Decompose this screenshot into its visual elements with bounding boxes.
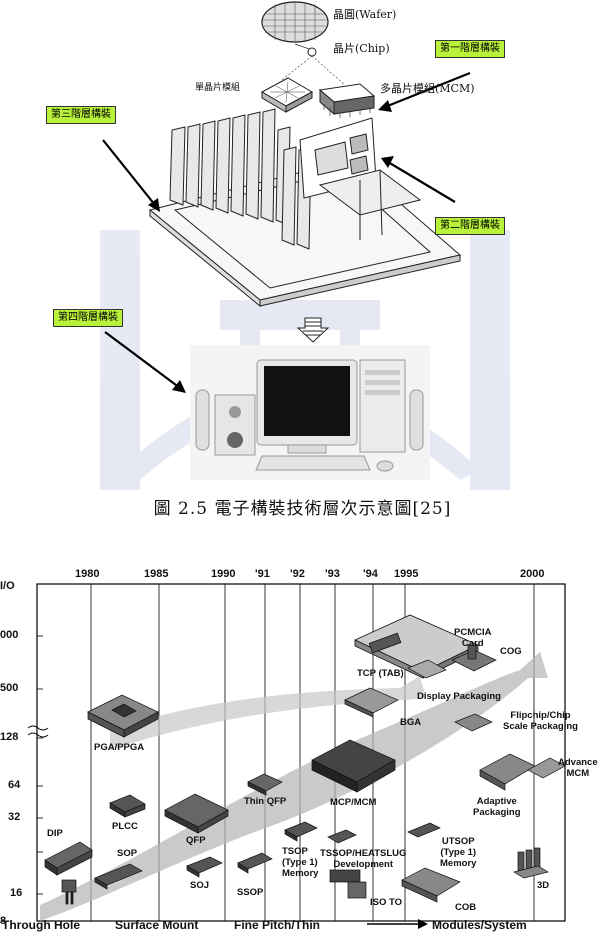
arrow-level3 [103,140,155,205]
mcm-label: 多晶片模組(MCM) [380,80,475,96]
level3-tag: 第三階層構裝 [46,106,116,124]
single-chip-module-label: 單晶片模組 [195,80,240,93]
era-surface-mount: Surface Mount [115,918,198,932]
pkg-tsop: TSOP (Type 1) Memory [282,846,318,879]
year-1990: 1990 [211,568,235,580]
y-axis-label: I/O [0,580,15,592]
pkg-tcp: TCP (TAB) [357,668,404,679]
pkg-bga: BGA [400,717,421,728]
level1-tag: 第一階層構裝 [435,40,505,58]
packaging-hierarchy-drawing [0,0,605,520]
pkg-thin-qfp: Thin QFP [244,796,286,807]
pkg-utsop: UTSOP (Type 1) Memory [440,836,476,869]
wafer-icon [262,2,328,42]
y-tick-4: 64 [8,779,20,791]
pkg-cob: COB [455,902,476,913]
packaging-hierarchy-figure: 晶圓(Wafer) 晶片(Chip) 單晶片模組 多晶片模組(MCM) 第一階層… [0,0,605,520]
system-board-drawing [150,109,460,306]
level2-tag: 第二階層構裝 [435,217,505,235]
packaging-timeline-figure: I/O 000 500 128 64 32 16 8 1980 1985 199… [0,560,605,947]
era-fine-pitch: Fine Pitch/Thin [234,918,320,932]
pkg-display: Display Packaging [417,691,501,702]
era-modules-system: Modules/System [432,918,527,932]
year-1985: 1985 [144,568,168,580]
pkg-plcc: PLCC [112,821,138,832]
level4-tag: 第四階層構裝 [53,309,123,327]
year-92: '92 [290,568,305,580]
pkg-pcmcia: PCMCIA Card [454,627,491,649]
single-chip-module-icon [262,78,312,112]
year-94: '94 [363,568,378,580]
pkg-pga: PGA/PPGA [94,742,144,753]
desktop-computer-image [190,345,430,480]
pkg-flipchip: Flipchip/Chip Scale Packaging [503,710,578,732]
pkg-ssop: SSOP [237,887,263,898]
y-tick-2: 500 [0,682,18,694]
pkg-mcp: MCP/MCM [330,797,376,808]
year-1980: 1980 [75,568,99,580]
year-2000: 2000 [520,568,544,580]
pkg-dip: DIP [47,828,63,839]
pkg-cog: COG [500,646,522,657]
figure-caption: 圖 2.5 電子構裝技術層次示意圖[25] [0,494,605,519]
year-1995: 1995 [394,568,418,580]
timeline-drawing [0,560,605,947]
pkg-advance-mcm: Advance MCM [558,757,598,779]
pkg-iso-to: ISO TO [370,897,402,908]
y-tick-3: 128 [0,731,18,743]
pkg-sop: SOP [117,848,137,859]
y-tick-6: 16 [10,887,22,899]
pkg-3d: 3D [537,880,549,891]
era-through-hole: Through Hole [2,918,80,932]
pkg-adaptive: Adaptive Packaging [473,796,521,818]
pkg-soj: SOJ [190,880,209,891]
mcm-icon [320,84,374,118]
pkg-qfp: QFP [186,835,206,846]
year-91: '91 [255,568,270,580]
pkg-tssop: TSSOP/HEATSLUG Development [320,848,406,870]
year-93: '93 [325,568,340,580]
wafer-label: 晶圓(Wafer) [333,6,396,22]
y-tick-1: 000 [0,629,18,641]
y-tick-5: 32 [8,811,20,823]
chip-label: 晶片(Chip) [333,40,390,56]
